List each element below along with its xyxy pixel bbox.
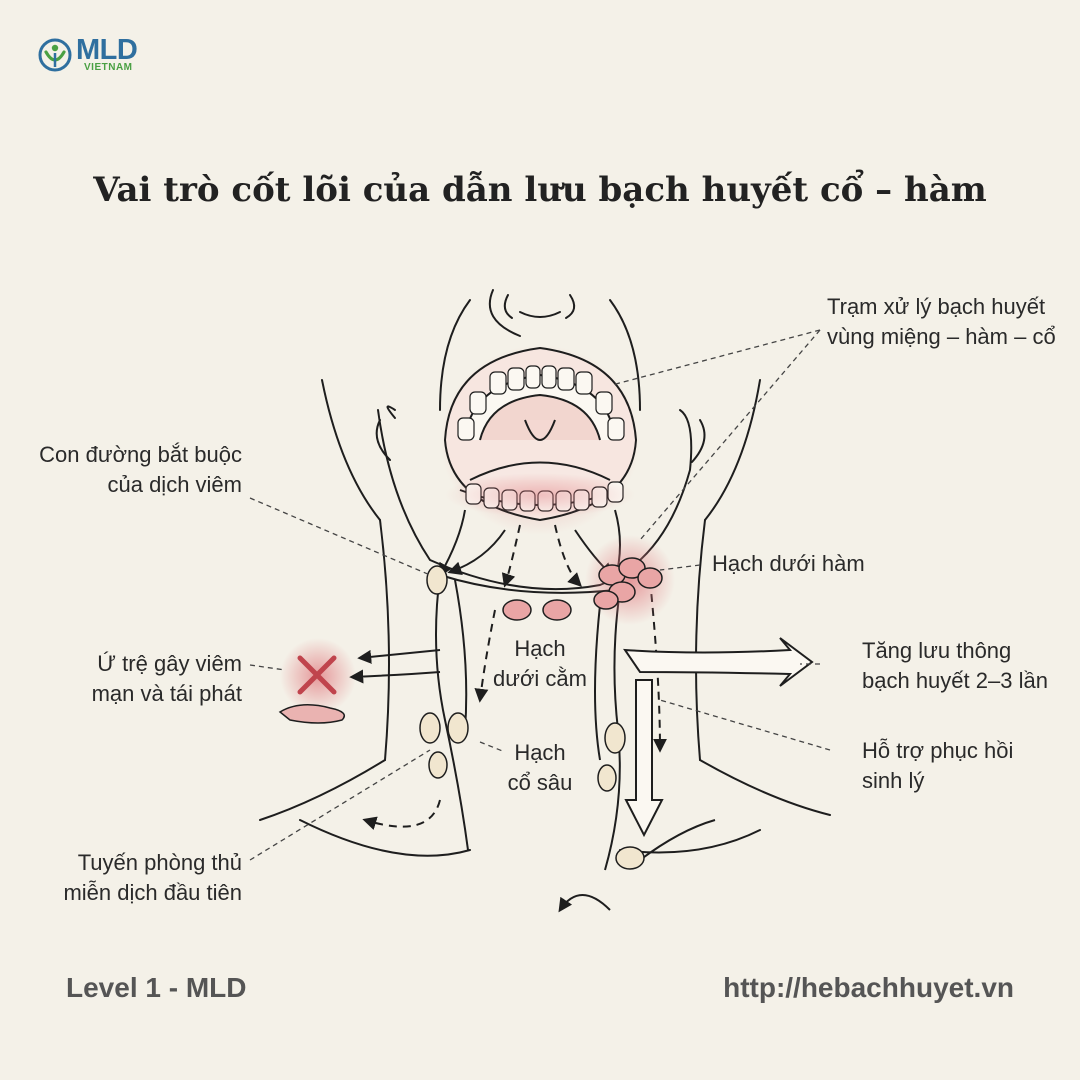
leader-lines [249,329,831,861]
label-tuyen-phong-thu: Tuyến phòng thủ miễn dịch đầu tiên [36,848,242,908]
submental-nodes [502,599,572,621]
logo-icon [38,38,72,71]
label-tuyen-phong-thu-line2: miễn dịch đầu tiên [63,880,242,905]
label-tram-xu-ly-line1: Trạm xử lý bạch huyết [827,294,1046,319]
label-hach-co-sau-line1: Hạch [514,740,566,765]
label-tram-xu-ly-line2: vùng miệng – hàm – cổ [827,324,1056,349]
page-title: Vai trò cốt lõi của dẫn lưu bạch huyết c… [93,170,987,210]
label-hach-co-sau-line2: cổ sâu [507,770,573,795]
footer-level: Level 1 - MLD [66,972,247,1003]
label-hach-duoi-cam-line1: Hạch [514,636,566,661]
logo-sub-text: VIETNAM [84,62,133,73]
outflow-arrow-down [624,679,664,838]
label-ho-tro: Hỗ trợ phục hồi sinh lý [862,736,1013,796]
label-tram-xu-ly: Trạm xử lý bạch huyết vùng miệng – hàm –… [827,292,1056,352]
label-ho-tro-line2: sinh lý [862,768,925,793]
label-hach-duoi-ham: Hạch dưới hàm [712,549,865,579]
upper-teeth [457,365,625,441]
label-u-tre: Ứ trệ gây viêm mạn và tái phát [60,649,242,709]
brand-logo: MLD VIETNAM [38,34,138,73]
logo-main-text: MLD [76,34,138,66]
label-hach-duoi-cam-line2: dưới cằm [493,666,587,691]
stasis-puddle [278,704,345,724]
label-tang-luu-thong: Tăng lưu thông bạch huyết 2–3 lần [862,636,1048,696]
label-hach-duoi-cam: Hạch dưới cằm [480,634,600,694]
blocked-x-icon [297,655,337,695]
label-tang-luu-thong-line1: Tăng lưu thông [862,638,1012,663]
label-hach-duoi-ham-line1: Hạch dưới hàm [712,551,865,576]
deep-cervical-nodes [419,565,645,870]
label-con-duong: Con đường bắt buộc của dịch viêm [36,440,242,500]
dashed-flow [362,524,667,830]
label-con-duong-line2: của dịch viêm [107,472,242,497]
submandibular-nodes [593,557,663,610]
label-ho-tro-line1: Hỗ trợ phục hồi [862,738,1014,763]
label-u-tre-line2: mạn và tái phát [91,681,242,706]
label-hach-co-sau: Hạch cổ sâu [490,738,590,798]
outflow-arrow-right [623,637,814,687]
footer-website-link[interactable]: http://hebachhuyet.vn [723,972,1014,1003]
label-tang-luu-thong-line2: bạch huyết 2–3 lần [862,668,1048,693]
label-tuyen-phong-thu-line1: Tuyến phòng thủ [77,850,242,875]
label-con-duong-line1: Con đường bắt buộc [39,442,242,467]
label-u-tre-line1: Ứ trệ gây viêm [97,651,242,676]
